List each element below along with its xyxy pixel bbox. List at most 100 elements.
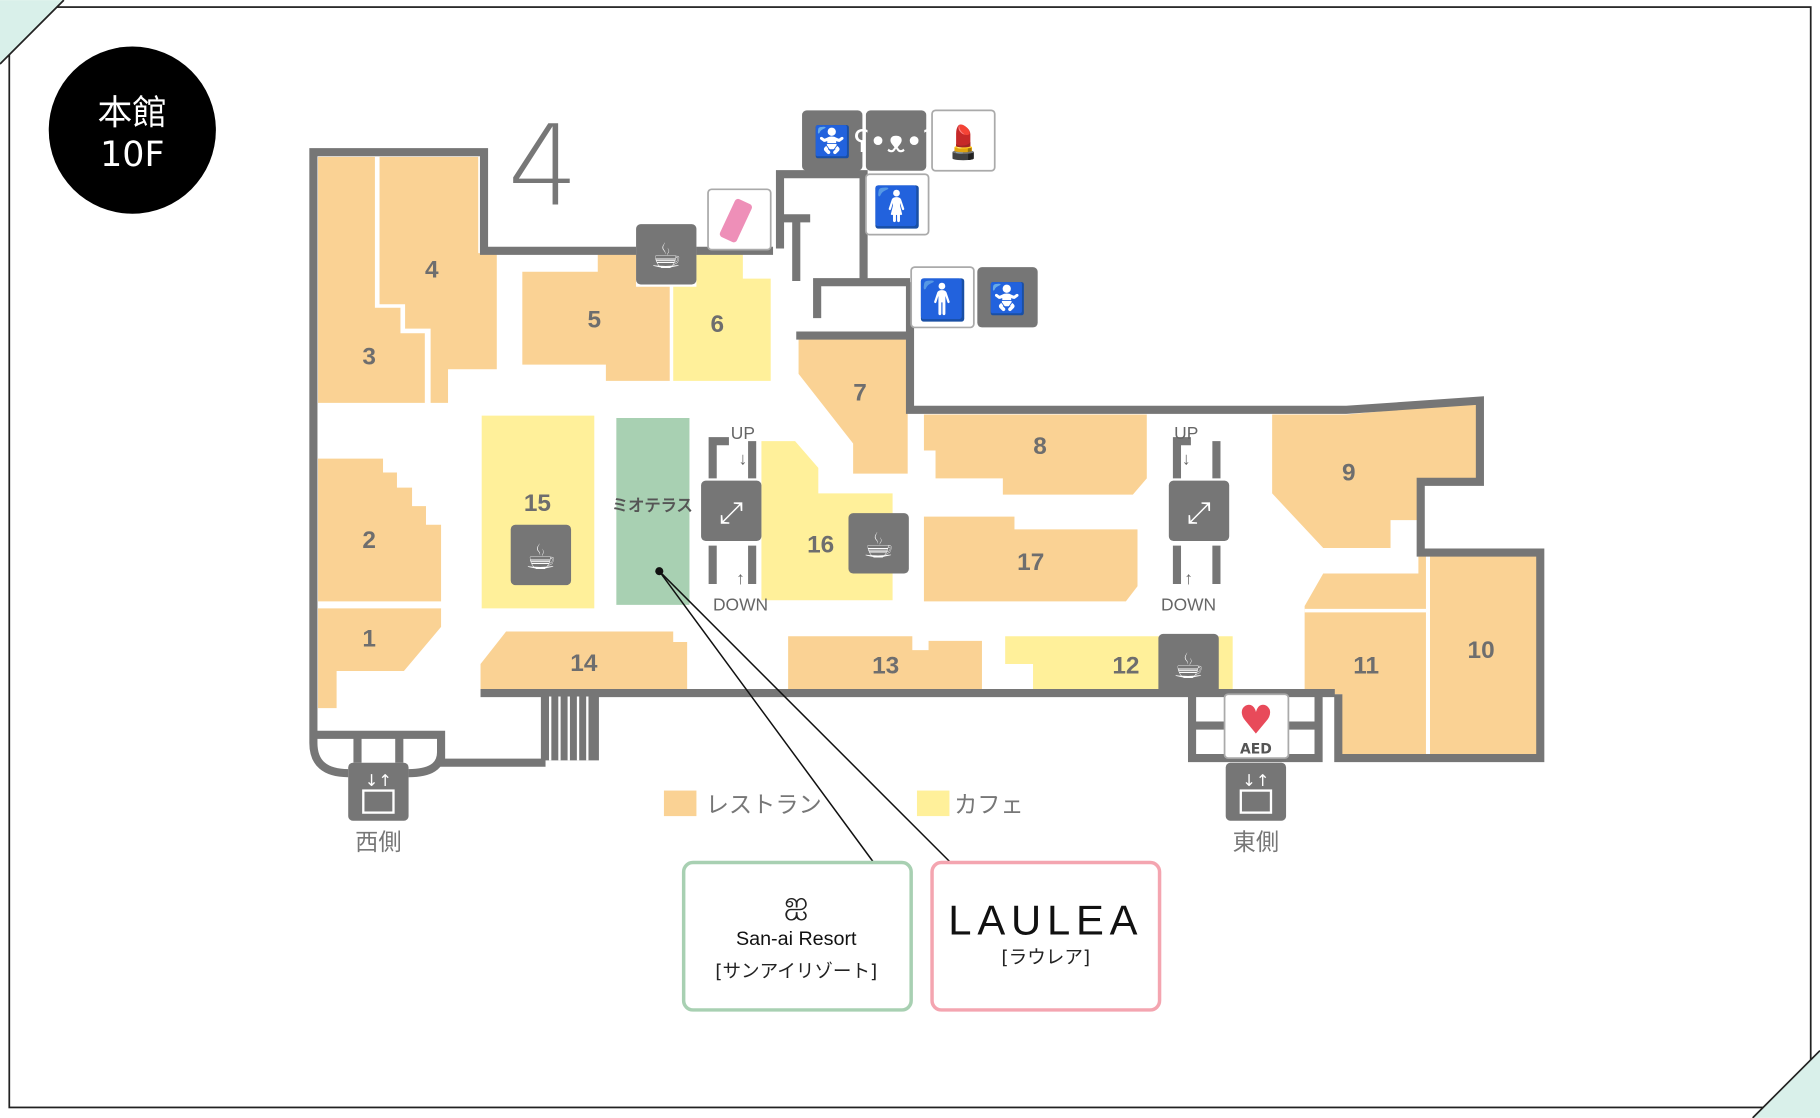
baby-changing-icon: 🚼 — [977, 267, 1038, 328]
map-graphic: ↓↑ — [365, 771, 392, 790]
shop-14[interactable] — [480, 631, 688, 691]
shop-8[interactable] — [923, 414, 1147, 495]
shop-17[interactable] — [923, 516, 1138, 602]
map-graphic — [1239, 789, 1273, 814]
shop-5[interactable] — [522, 254, 670, 381]
map-frame — [8, 6, 1812, 1109]
aed-icon: ♥ AED — [1223, 693, 1290, 759]
shops-s14: 14 — [570, 650, 598, 677]
arrow-down-icon: ↓ — [739, 448, 748, 468]
legend-cafe-label: カフェ — [954, 792, 1024, 819]
map-graphic — [681, 860, 913, 1012]
callout-lines — [655, 567, 950, 862]
map-graphic — [780, 214, 811, 282]
laulea-kana: [ラウレア] — [1001, 948, 1090, 969]
shops-s1: 1 — [362, 626, 376, 653]
laulea-card[interactable]: LAULEA [ラウレア] — [930, 860, 1162, 1012]
powder-room-icon: 💄 — [931, 109, 996, 172]
map-graphic — [658, 570, 874, 862]
floor-number: 10F — [100, 135, 164, 175]
map-graphic: 🚼 — [813, 124, 851, 160]
arrow-down-icon: ↓ — [1182, 448, 1191, 468]
shops-s6: 6 — [711, 311, 725, 338]
elevator-west[interactable]: ↓↑ 西側 — [348, 762, 409, 856]
map-graphic — [813, 278, 911, 319]
shops-s15: 15 — [524, 490, 551, 517]
map-graphic: 🚹 — [918, 278, 967, 324]
map-graphic — [1752, 1049, 1820, 1118]
escalators-0-down: DOWN — [713, 595, 768, 615]
escalators-1-down: DOWN — [1161, 595, 1216, 615]
map-graphic — [865, 110, 927, 171]
legend-restaurant-swatch — [663, 790, 697, 817]
map-graphic: 🚼 — [989, 281, 1027, 317]
shop-6[interactable] — [673, 254, 771, 381]
map-graphic — [309, 730, 546, 778]
map-graphic: ⤢ — [719, 495, 743, 530]
map-graphic: 🚺 — [873, 185, 922, 231]
shop-2[interactable] — [318, 458, 442, 602]
escalators-0-up: UP — [731, 423, 755, 443]
map-graphic — [910, 266, 975, 329]
shop-13[interactable] — [788, 636, 982, 691]
cafe-icon: ☕ — [510, 524, 572, 586]
shops-s12: 12 — [1112, 652, 1139, 679]
sanai-kana: [サンアイリゾート] — [715, 961, 877, 982]
map-graphic — [549, 696, 589, 761]
aed_label: AED — [1240, 741, 1272, 757]
escalators-1-up: UP — [1174, 423, 1198, 443]
shop-9[interactable] — [1272, 402, 1477, 548]
shop-10[interactable] — [1430, 556, 1538, 755]
sanai-name: San-ai Resort — [736, 928, 857, 950]
laulea-name: LAULEA — [948, 896, 1143, 943]
shop-11[interactable] — [1304, 556, 1428, 755]
map-graphic — [719, 198, 752, 243]
map-graphic: ☕ — [651, 237, 682, 277]
shops-s13: 13 — [872, 652, 899, 679]
kids-room-icon: ʕ•ᴥ•ʔ — [854, 110, 938, 171]
map-graphic — [0, 0, 65, 65]
escalator-icon[interactable] — [1168, 480, 1230, 542]
elevator-west-label: 西側 — [355, 829, 401, 856]
map-graphic — [362, 789, 395, 814]
shops-s7: 7 — [853, 380, 867, 407]
map-graphic — [658, 570, 950, 862]
mioterasu-label: ミオテラス — [612, 496, 693, 515]
escalator-icon[interactable] — [701, 480, 762, 542]
map-graphic — [353, 734, 404, 763]
legend: レストラン カフェ — [663, 790, 1024, 819]
shop-1[interactable] — [318, 608, 442, 709]
shop-7[interactable] — [798, 339, 908, 474]
shops-s9: 9 — [1342, 460, 1356, 487]
map-graphic: ↓↑ — [1242, 771, 1269, 790]
mioterasu-area[interactable] — [616, 417, 690, 605]
shops-s16: 16 — [807, 532, 834, 559]
womens-restroom-icon: 🚺 — [865, 173, 930, 236]
building-name: 本館 — [98, 93, 168, 133]
map-graphic: ☕ — [863, 526, 894, 566]
shops-s4: 4 — [425, 257, 439, 284]
cafe-icon: ☕ — [1158, 633, 1219, 695]
shop-4[interactable] — [379, 156, 497, 403]
shops-s10: 10 — [1468, 637, 1495, 664]
sanai-logo-icon: ஐ — [784, 885, 808, 920]
legend-restaurant-label: レストラン — [706, 792, 822, 819]
map-graphic — [848, 513, 909, 574]
stairs-icon — [540, 696, 599, 761]
shop-3[interactable] — [318, 156, 425, 403]
shops-s17: 17 — [1017, 549, 1044, 576]
cafe-icon: ☕ — [848, 513, 909, 574]
shops-s3: 3 — [362, 344, 376, 371]
escalator-east: UP ↓ ⤢ ↑ DOWN — [1161, 423, 1230, 615]
shops-s11: 11 — [1353, 652, 1379, 679]
map-graphic — [977, 267, 1038, 328]
map-graphic — [865, 173, 930, 236]
map-graphic — [309, 148, 637, 743]
elevator-east[interactable]: ↓↑ 東側 — [1225, 762, 1287, 856]
map-graphic — [1158, 633, 1219, 695]
cafe-icon: ☕ — [636, 224, 697, 285]
map-graphic: ♥ — [1238, 698, 1273, 744]
map-graphic — [775, 170, 868, 279]
sanai-resort-card[interactable]: ஐ San-ai Resort [サンアイリゾート] — [681, 860, 913, 1012]
baby-changing-icon: 🚼 — [802, 110, 863, 171]
